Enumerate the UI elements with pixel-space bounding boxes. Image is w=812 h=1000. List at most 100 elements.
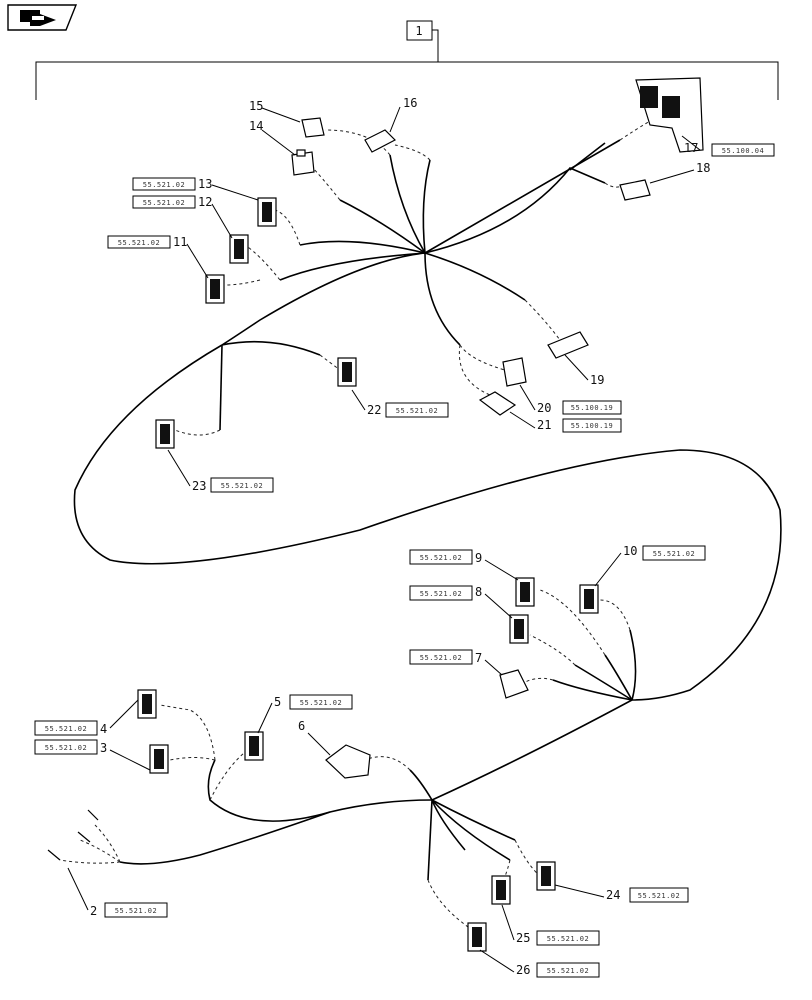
callout-16: 16 [389,96,417,133]
callout-7: 55.521.02 7 [409,649,503,676]
connector-10 [579,584,599,614]
callout-21: 21 55.100.19 [509,411,622,433]
connector-9 [515,577,535,607]
svg-text:55.521.02: 55.521.02 [45,744,87,752]
svg-text:9: 9 [475,551,482,565]
connector-20 [502,357,527,387]
svg-text:23: 23 [192,479,206,493]
harness-wires [73,139,782,881]
svg-text:19: 19 [590,373,604,387]
svg-text:22: 22 [367,403,381,417]
svg-text:55.521.02: 55.521.02 [45,725,87,733]
svg-text:20: 20 [537,401,551,415]
svg-text:55.521.02: 55.521.02 [638,892,680,900]
callout-2: 2 55.521.02 [67,867,168,918]
callout-11: 55.521.02 11 [107,235,209,279]
callout-23: 23 55.521.02 [167,449,274,493]
svg-text:16: 16 [403,96,417,110]
svg-text:25: 25 [516,931,530,945]
callout-25: 25 55.521.02 [501,904,600,946]
callout-8: 55.521.02 8 [409,585,513,619]
connector-23 [155,419,175,449]
connector-11 [205,274,225,304]
callout-18: 18 [649,161,710,184]
terminals-2 [47,809,99,861]
svg-text:55.521.02: 55.521.02 [420,654,462,662]
svg-text:55.521.02: 55.521.02 [547,935,589,943]
svg-text:55.521.02: 55.521.02 [653,550,695,558]
svg-text:55.100.04: 55.100.04 [722,147,764,155]
callout-19: 19 [564,354,604,387]
svg-text:12: 12 [198,195,212,209]
svg-text:55.521.02: 55.521.02 [143,181,185,189]
connector-14 [291,149,315,176]
svg-text:55.100.19: 55.100.19 [571,404,613,412]
svg-text:5: 5 [274,695,281,709]
connector-17 [635,77,704,153]
connector-16 [364,129,397,153]
svg-text:4: 4 [100,722,107,736]
svg-text:55.521.02: 55.521.02 [547,967,589,975]
callout-14: 14 [249,119,296,156]
svg-text:18: 18 [696,161,710,175]
callout-12: 55.521.02 12 [132,195,233,239]
connector-21 [478,391,517,416]
connector-5 [244,731,264,761]
connector-26 [467,922,487,952]
connector-7 [499,669,529,699]
callout-26: 26 55.521.02 [479,949,600,978]
callout-17: 17 55.100.04 [681,135,775,157]
connector-13 [257,197,277,227]
svg-text:24: 24 [606,888,620,902]
svg-text:15: 15 [249,99,263,113]
callout-6: 6 [298,719,331,756]
callout-15: 15 [249,99,301,123]
next-page-arrow-icon[interactable] [7,4,78,31]
svg-text:55.521.02: 55.521.02 [420,554,462,562]
callout-5: 5 55.521.02 [257,694,353,734]
svg-text:17: 17 [684,141,698,155]
callout-10: 10 55.521.02 [594,544,706,587]
svg-text:21: 21 [537,418,551,432]
svg-text:55.521.02: 55.521.02 [300,699,342,707]
callout-9: 55.521.02 9 [409,549,519,581]
svg-text:8: 8 [475,585,482,599]
svg-text:6: 6 [298,719,305,733]
assembly-bracket: 1 [35,20,779,100]
svg-text:55.521.02: 55.521.02 [115,907,157,915]
svg-text:13: 13 [198,177,212,191]
assembly-label: 1 [415,24,422,38]
svg-text:3: 3 [100,741,107,755]
callout-13: 55.521.02 13 [132,177,259,201]
connector-24 [536,861,556,891]
connector-12 [229,234,249,264]
svg-text:55.100.19: 55.100.19 [571,422,613,430]
connector-22 [337,357,357,387]
connector-3 [149,744,169,774]
callout-20: 20 55.100.19 [519,384,622,415]
svg-text:55.521.02: 55.521.02 [420,590,462,598]
connector-18 [619,179,651,201]
svg-text:55.521.02: 55.521.02 [396,407,438,415]
dashed-connections [59,109,671,936]
callout-3: 55.521.02 3 [34,739,151,771]
svg-text:55.521.02: 55.521.02 [143,199,185,207]
callout-22: 22 55.521.02 [351,389,449,418]
svg-text:14: 14 [249,119,263,133]
callout-4: 55.521.02 4 [34,699,139,736]
connector-15 [301,117,325,138]
svg-text:11: 11 [173,235,187,249]
callout-24: 24 55.521.02 [554,884,689,903]
svg-text:7: 7 [475,651,482,665]
svg-text:55.521.02: 55.521.02 [221,482,263,490]
connector-6 [325,744,371,779]
svg-text:2: 2 [90,904,97,918]
connector-19 [547,331,589,359]
svg-text:10: 10 [623,544,637,558]
svg-text:55.521.02: 55.521.02 [118,239,160,247]
connector-4 [137,689,157,719]
connector-25 [491,875,511,905]
svg-text:26: 26 [516,963,530,977]
connector-8 [509,614,529,644]
